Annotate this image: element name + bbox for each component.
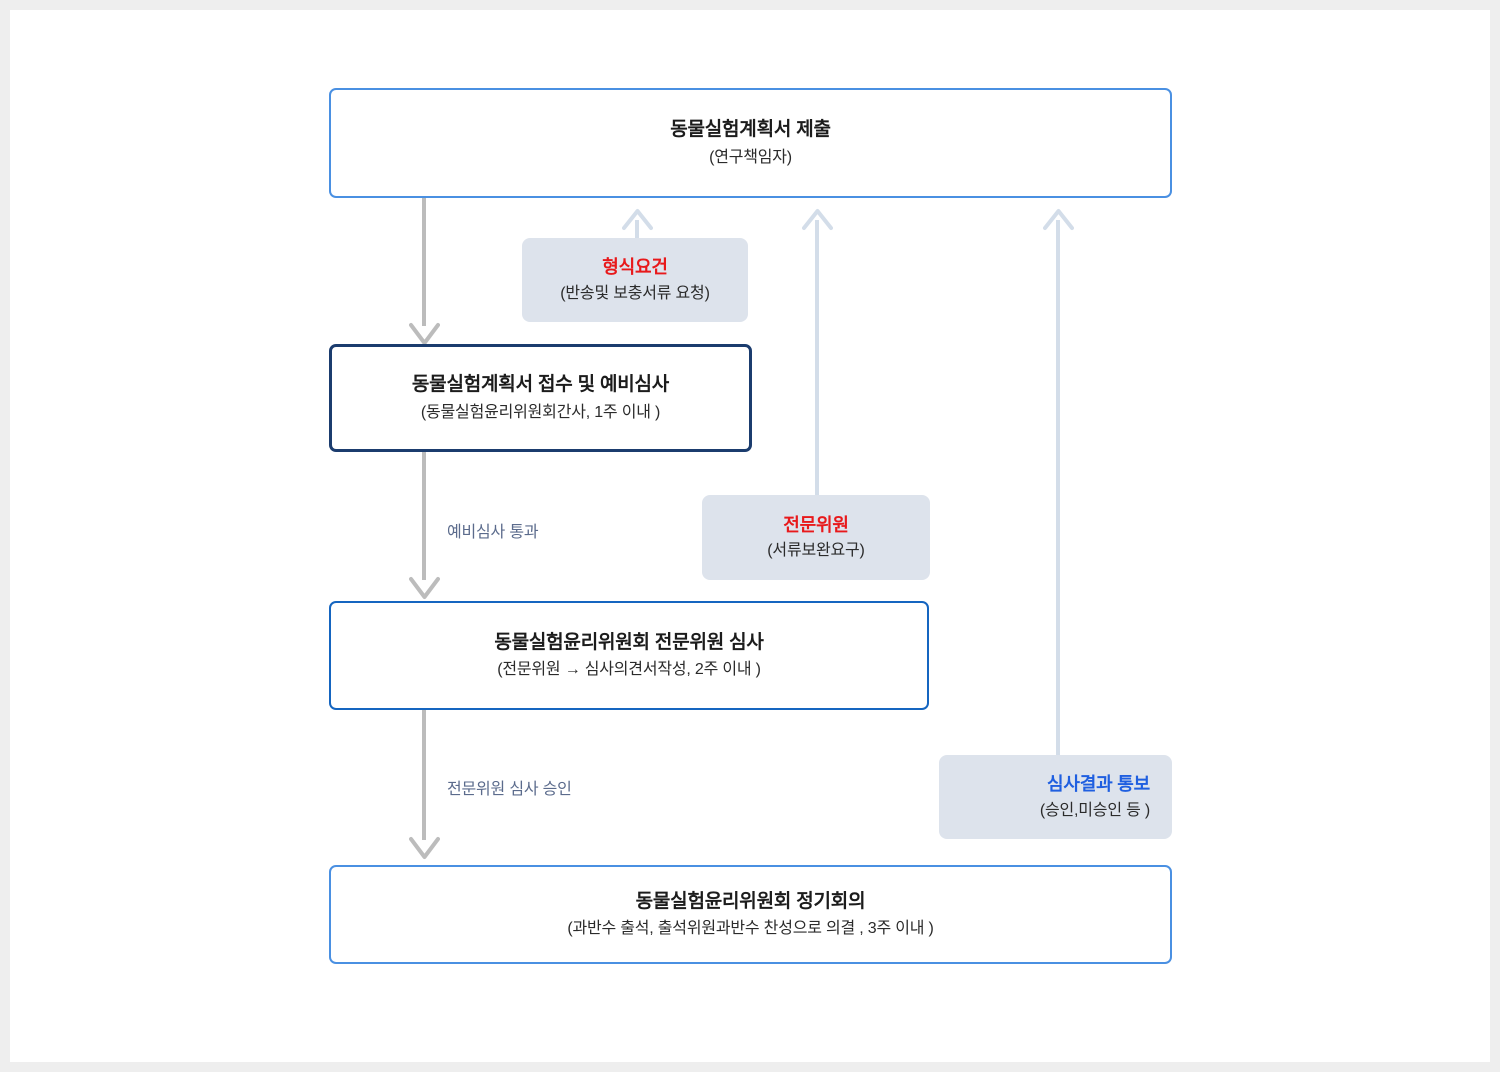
step-2-subtitle: (동물실험윤리위원회간사, 1주 이내 ) — [420, 403, 661, 421]
arrowhead-down-step2 — [409, 323, 440, 345]
diagram-stage: 예비심사 통과 전문위원 심사 승인 동물실험계획서 제출 (연구책임자) 동물… — [10, 10, 1490, 1062]
step-3-title: 동물실험윤리위원회 전문위원 심사 — [494, 631, 764, 653]
callout-expert-committee-subtitle: (서류보완요구) — [767, 542, 865, 560]
callout-form-requirement-subtitle: (반송및 보충서류 요청) — [560, 284, 710, 302]
arrowhead-up-form-requirement — [622, 209, 653, 230]
arrowhead-up-expert-committee — [802, 209, 833, 230]
process-box-step-1[interactable]: 동물실험계획서 제출 (연구책임자) — [329, 88, 1172, 198]
callout-review-result-title: 심사결과 통보 — [1047, 774, 1150, 795]
step-2-title: 동물실험계획서 접수 및 예비심사 — [411, 374, 670, 396]
connector-expert-committee-to-step1 — [815, 220, 819, 500]
edge-label-expert-approval: 전문위원 심사 승인 — [447, 781, 572, 798]
connector-step3-to-step4 — [422, 710, 426, 840]
connector-step2-to-step3 — [422, 452, 426, 580]
step-1-subtitle: (연구책임자) — [709, 148, 792, 166]
arrowhead-up-review-result — [1043, 209, 1074, 230]
process-box-step-3[interactable]: 동물실험윤리위원회 전문위원 심사 (전문위원 → 심사의견서작성, 2주 이내… — [329, 601, 929, 710]
step-4-subtitle: (과반수 출석, 출석위원과반수 찬성으로 의결 , 3주 이내 ) — [567, 920, 934, 938]
edge-label-preliminary-pass: 예비심사 통과 — [447, 524, 539, 541]
connector-review-result-to-step1 — [1056, 220, 1060, 760]
connector-form-requirement-to-step1 — [635, 220, 639, 242]
callout-expert-committee[interactable]: 전문위원 (서류보완요구) — [702, 495, 930, 580]
arrowhead-down-step4 — [409, 837, 440, 859]
callout-review-result-subtitle: (승인,미승인 등 ) — [1039, 801, 1150, 819]
step-1-title: 동물실험계획서 제출 — [670, 119, 831, 141]
process-box-step-2[interactable]: 동물실험계획서 접수 및 예비심사 (동물실험윤리위원회간사, 1주 이내 ) — [329, 344, 752, 452]
step-3-subtitle: (전문위원 → 심사의견서작성, 2주 이내 ) — [497, 661, 761, 679]
process-box-step-4[interactable]: 동물실험윤리위원회 정기회의 (과반수 출석, 출석위원과반수 찬성으로 의결 … — [329, 865, 1172, 964]
arrowhead-down-step3 — [409, 577, 440, 599]
step-4-title: 동물실험윤리위원회 정기회의 — [635, 890, 866, 912]
callout-form-requirement-title: 형식요건 — [602, 257, 668, 278]
callout-review-result[interactable]: 심사결과 통보 (승인,미승인 등 ) — [939, 755, 1172, 839]
callout-form-requirement[interactable]: 형식요건 (반송및 보충서류 요청) — [522, 238, 748, 322]
connector-step1-to-step2 — [422, 198, 426, 326]
callout-expert-committee-title: 전문위원 — [783, 514, 849, 535]
